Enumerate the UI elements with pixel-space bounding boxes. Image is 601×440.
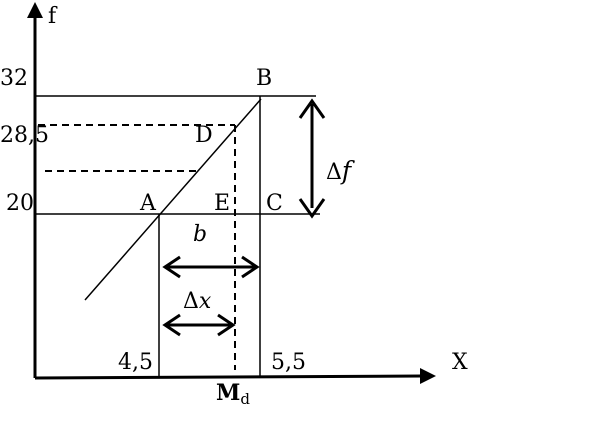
delta-x-arrow-right [217, 313, 236, 337]
point-b-label: B [256, 66, 272, 91]
md-label: Md [216, 380, 250, 408]
y-axis-arrowhead [27, 2, 43, 18]
md-main: M [216, 380, 240, 406]
point-e-label: E [214, 191, 230, 216]
b-arrow-right [241, 255, 260, 279]
delta-f-label: Δf [326, 156, 355, 185]
x-axis-label: X [452, 350, 468, 375]
y-tick-32: 32 [0, 66, 28, 91]
delta-f-symbol: Δ [326, 160, 342, 185]
x-tick-5-5: 5,5 [271, 350, 306, 375]
b-arrow-left [162, 255, 181, 279]
delta-f-arrow-top [298, 98, 326, 119]
md-subscript: d [240, 390, 250, 408]
point-c-label: C [266, 191, 283, 216]
delta-x-variable: x [199, 289, 212, 314]
x-tick-4-5: 4,5 [118, 350, 153, 375]
y-tick-28-5: 28,5 [0, 123, 49, 148]
point-a-label: A [139, 191, 157, 216]
y-tick-20: 20 [6, 191, 34, 216]
delta-f-arrow-bottom [298, 198, 326, 219]
delta-x-label: Δx [183, 289, 212, 314]
delta-x-arrow-left [162, 313, 181, 337]
delta-x-symbol: Δ [183, 289, 199, 314]
diagonal-line [84, 98, 262, 301]
b-label: b [193, 222, 207, 247]
y-axis-label: f [48, 4, 58, 29]
x-axis [34, 374, 423, 380]
x-axis-arrowhead [420, 368, 436, 384]
delta-f-variable: f [340, 156, 355, 185]
point-d-label: D [195, 123, 213, 148]
